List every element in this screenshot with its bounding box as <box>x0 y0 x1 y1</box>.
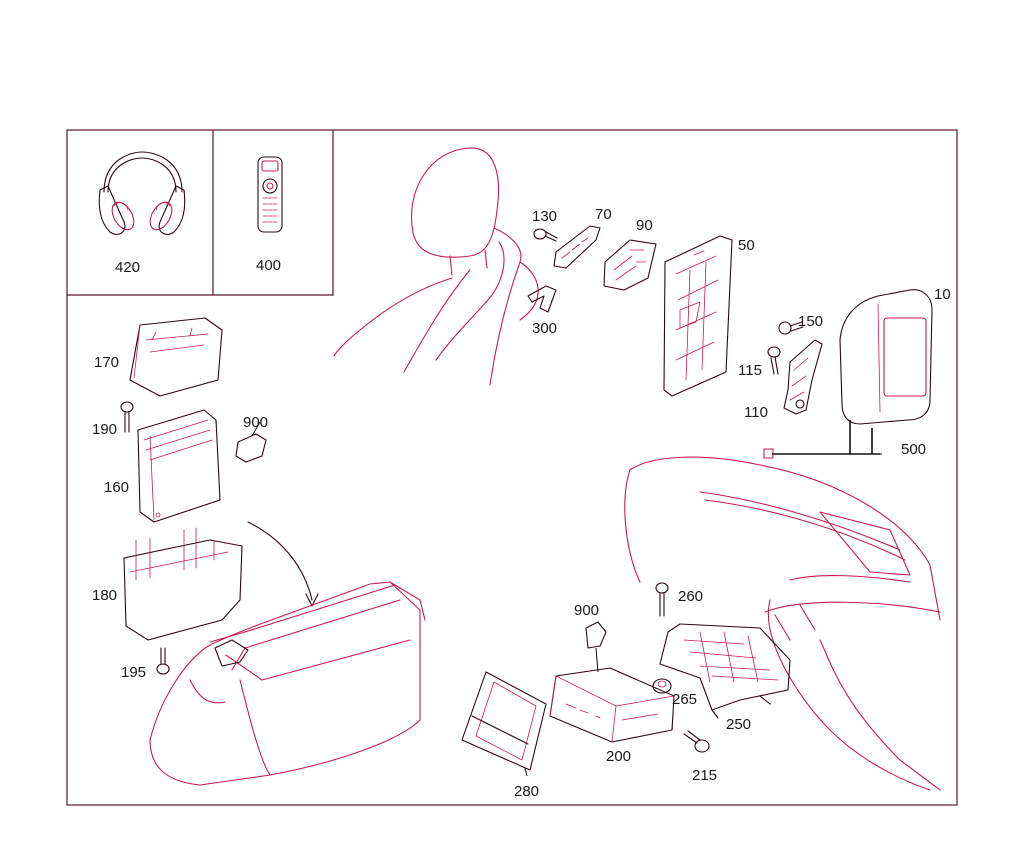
part-115-screw <box>767 346 781 375</box>
label-250: 250 <box>726 716 751 733</box>
label-420: 420 <box>115 259 140 276</box>
label-900-b: 900 <box>574 602 599 619</box>
label-130: 130 <box>532 208 557 225</box>
label-90: 90 <box>636 217 653 234</box>
assembly-arrow <box>247 521 319 607</box>
label-265: 265 <box>672 691 697 708</box>
part-300-clip <box>527 285 557 313</box>
label-50: 50 <box>738 237 755 254</box>
label-170: 170 <box>94 354 119 371</box>
part-labels: 420 400 130 70 90 50 10 300 150 115 110 … <box>92 206 951 800</box>
label-150: 150 <box>798 313 823 330</box>
part-70-bracket <box>553 225 601 269</box>
part-160-dvd-unit <box>137 409 221 523</box>
label-180: 180 <box>92 587 117 604</box>
part-500-cable <box>763 420 882 459</box>
part-180-holder <box>123 527 243 641</box>
label-215: 215 <box>692 767 717 784</box>
part-900-connector-b <box>585 621 607 673</box>
part-130-screw <box>533 228 558 242</box>
label-160: 160 <box>104 479 129 496</box>
label-260: 260 <box>678 588 703 605</box>
accessory-inset <box>67 130 334 296</box>
part-200-tuner-box <box>549 667 675 743</box>
headphones-icon <box>98 151 186 235</box>
label-280: 280 <box>514 783 539 800</box>
front-seat-drawing <box>333 147 539 386</box>
label-200: 200 <box>606 748 631 765</box>
label-190: 190 <box>92 421 117 438</box>
label-500: 500 <box>901 441 926 458</box>
part-110-mount <box>783 339 823 415</box>
part-190-screw <box>120 401 134 433</box>
part-10-headrest-monitor <box>839 289 933 425</box>
part-260-screw <box>655 582 669 617</box>
label-10: 10 <box>934 286 951 303</box>
part-280-bezel <box>461 671 547 777</box>
part-170-cover <box>129 317 223 397</box>
diagram-frame <box>66 129 958 806</box>
part-50-backplate <box>663 235 733 397</box>
part-195-screw <box>156 647 170 675</box>
part-90-cover <box>603 239 657 291</box>
label-195: 195 <box>121 664 146 681</box>
remote-control-icon <box>257 156 283 233</box>
part-265-nut <box>652 678 672 694</box>
part-150-screw <box>778 321 804 335</box>
rear-seat-drawing <box>624 456 941 791</box>
label-110: 110 <box>744 404 768 421</box>
label-70: 70 <box>595 206 612 223</box>
part-215-screw <box>683 730 710 753</box>
label-400: 400 <box>256 257 281 274</box>
label-115: 115 <box>738 362 762 379</box>
part-250-bracket <box>659 623 791 719</box>
center-console-drawing <box>149 581 426 786</box>
label-300: 300 <box>532 320 557 337</box>
label-900-a: 900 <box>243 414 268 431</box>
part-900-connector-a <box>235 421 267 463</box>
